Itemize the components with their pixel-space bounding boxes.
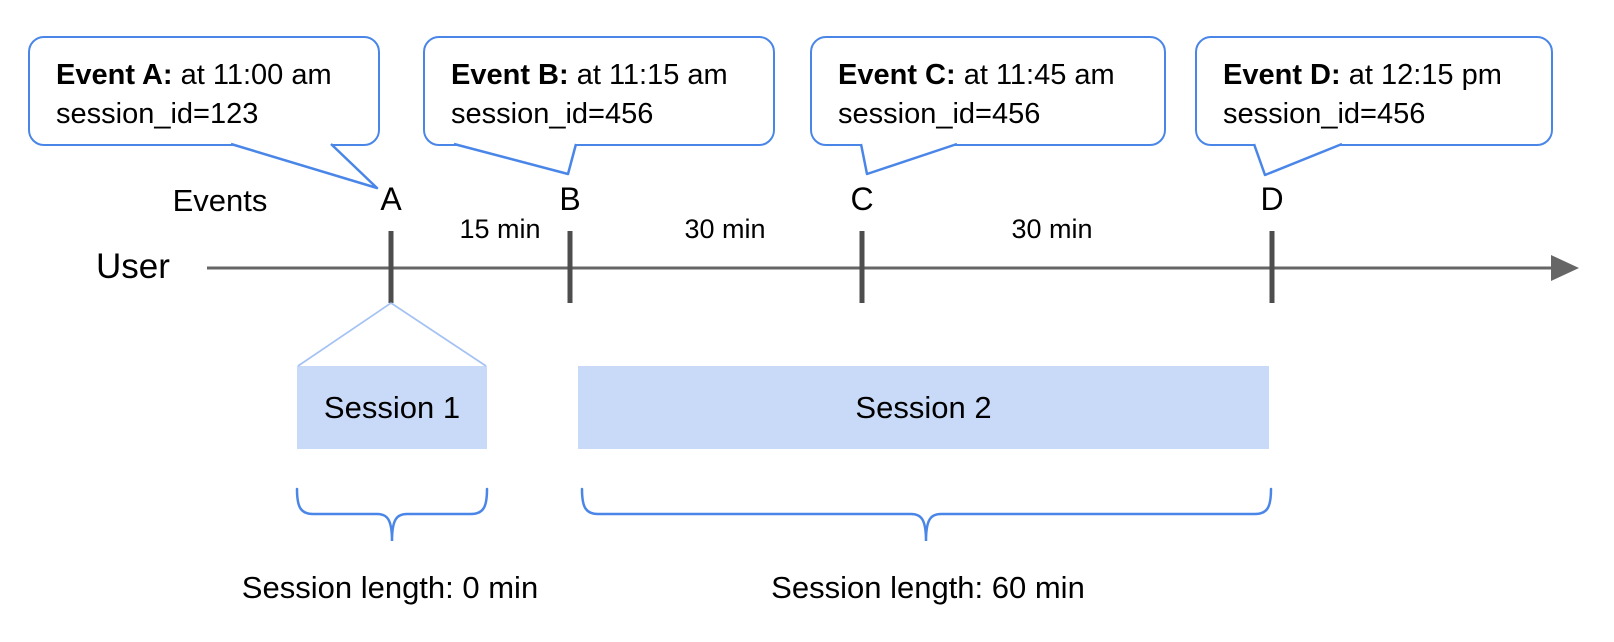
user-axis-label: User <box>96 247 170 286</box>
interval-label-a-b: 15 min <box>459 214 541 244</box>
callout-tail-a <box>230 142 379 190</box>
session-1-box: Session 1 <box>297 366 487 449</box>
callout-line1: Event A: at 11:00 am <box>56 56 378 95</box>
session-1-length-label: Session length: 0 min <box>241 570 539 605</box>
tail-fill <box>861 143 957 174</box>
tail-fill <box>454 143 576 174</box>
events-axis-label: Events <box>172 183 268 218</box>
callout-event-c: Event C: at 11:45 am session_id=456 <box>810 36 1166 146</box>
interval-label-b-c: 30 min <box>684 214 766 244</box>
event-d-session-id: session_id=456 <box>1223 98 1426 130</box>
callout-event-b: Event B: at 11:15 am session_id=456 <box>423 36 775 146</box>
callout-line1: Event C: at 11:45 am <box>838 56 1164 95</box>
event-b-session-id: session_id=456 <box>451 98 654 130</box>
callout-line1: Event D: at 12:15 pm <box>1223 56 1551 95</box>
event-letter-d: D <box>1260 181 1284 217</box>
event-a-title: Event A: <box>56 59 173 91</box>
event-c-session-id: session_id=456 <box>838 98 1041 130</box>
session-2-length-label: Session length: 60 min <box>771 570 1085 605</box>
timeline-arrowhead-icon <box>1551 255 1579 281</box>
callout-tail-c <box>859 142 958 176</box>
event-b-time: at 11:15 am <box>568 59 728 91</box>
callout-line1: Event B: at 11:15 am <box>451 56 773 95</box>
callout-tail-d <box>1252 142 1343 177</box>
tail-stroke <box>1252 142 1343 177</box>
session-1-label: Session 1 <box>323 389 461 425</box>
tail-fill <box>1254 143 1342 175</box>
callout-event-a: Event A: at 11:00 am session_id=123 <box>28 36 380 146</box>
event-c-time: at 11:45 am <box>955 59 1115 91</box>
event-d-time: at 12:15 pm <box>1340 59 1502 91</box>
funnel-line-left <box>297 302 392 367</box>
event-a-time: at 11:00 am <box>172 59 332 91</box>
session-2-box: Session 2 <box>578 366 1269 449</box>
funnel-line-right <box>390 302 487 367</box>
callout-tail-b <box>453 142 578 176</box>
brace-session-2 <box>580 487 1273 542</box>
event-c-title: Event C: <box>838 59 956 91</box>
session-2-label: Session 2 <box>855 389 992 425</box>
tail-fill <box>231 143 377 188</box>
tail-stroke <box>230 142 379 190</box>
tail-stroke <box>859 142 958 176</box>
callout-event-d: Event D: at 12:15 pm session_id=456 <box>1195 36 1553 146</box>
event-b-title: Event B: <box>451 59 569 91</box>
brace-session-1 <box>295 487 489 542</box>
event-letter-b: B <box>559 181 581 217</box>
event-a-session-id: session_id=123 <box>56 98 259 130</box>
event-d-title: Event D: <box>1223 59 1341 91</box>
interval-label-c-d: 30 min <box>1011 214 1093 244</box>
event-letter-a: A <box>380 181 402 217</box>
tail-stroke <box>453 142 578 176</box>
event-letter-c: C <box>850 181 874 217</box>
